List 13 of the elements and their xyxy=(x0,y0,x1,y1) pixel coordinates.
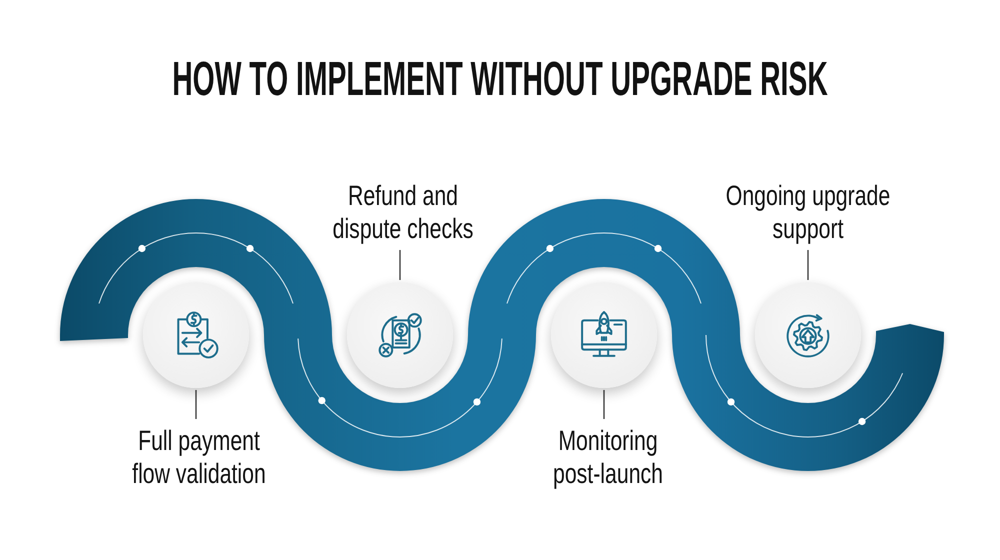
leader-line xyxy=(195,390,197,419)
leader-line xyxy=(399,250,401,280)
step-label: Refund and dispute checks xyxy=(327,179,479,245)
leader-line xyxy=(807,250,809,280)
step-circle xyxy=(347,282,453,388)
step-label: Ongoing upgrade support xyxy=(720,179,896,245)
leader-line xyxy=(603,390,605,419)
title: HOW TO IMPLEMENT WITHOUT UPGRADE RISK xyxy=(172,56,828,104)
step-label: Full payment flow validation xyxy=(126,424,272,490)
step-circle xyxy=(143,282,249,388)
step-circle xyxy=(551,282,657,388)
step-circle xyxy=(755,282,861,388)
step-label: Monitoring post-launch xyxy=(547,424,669,490)
